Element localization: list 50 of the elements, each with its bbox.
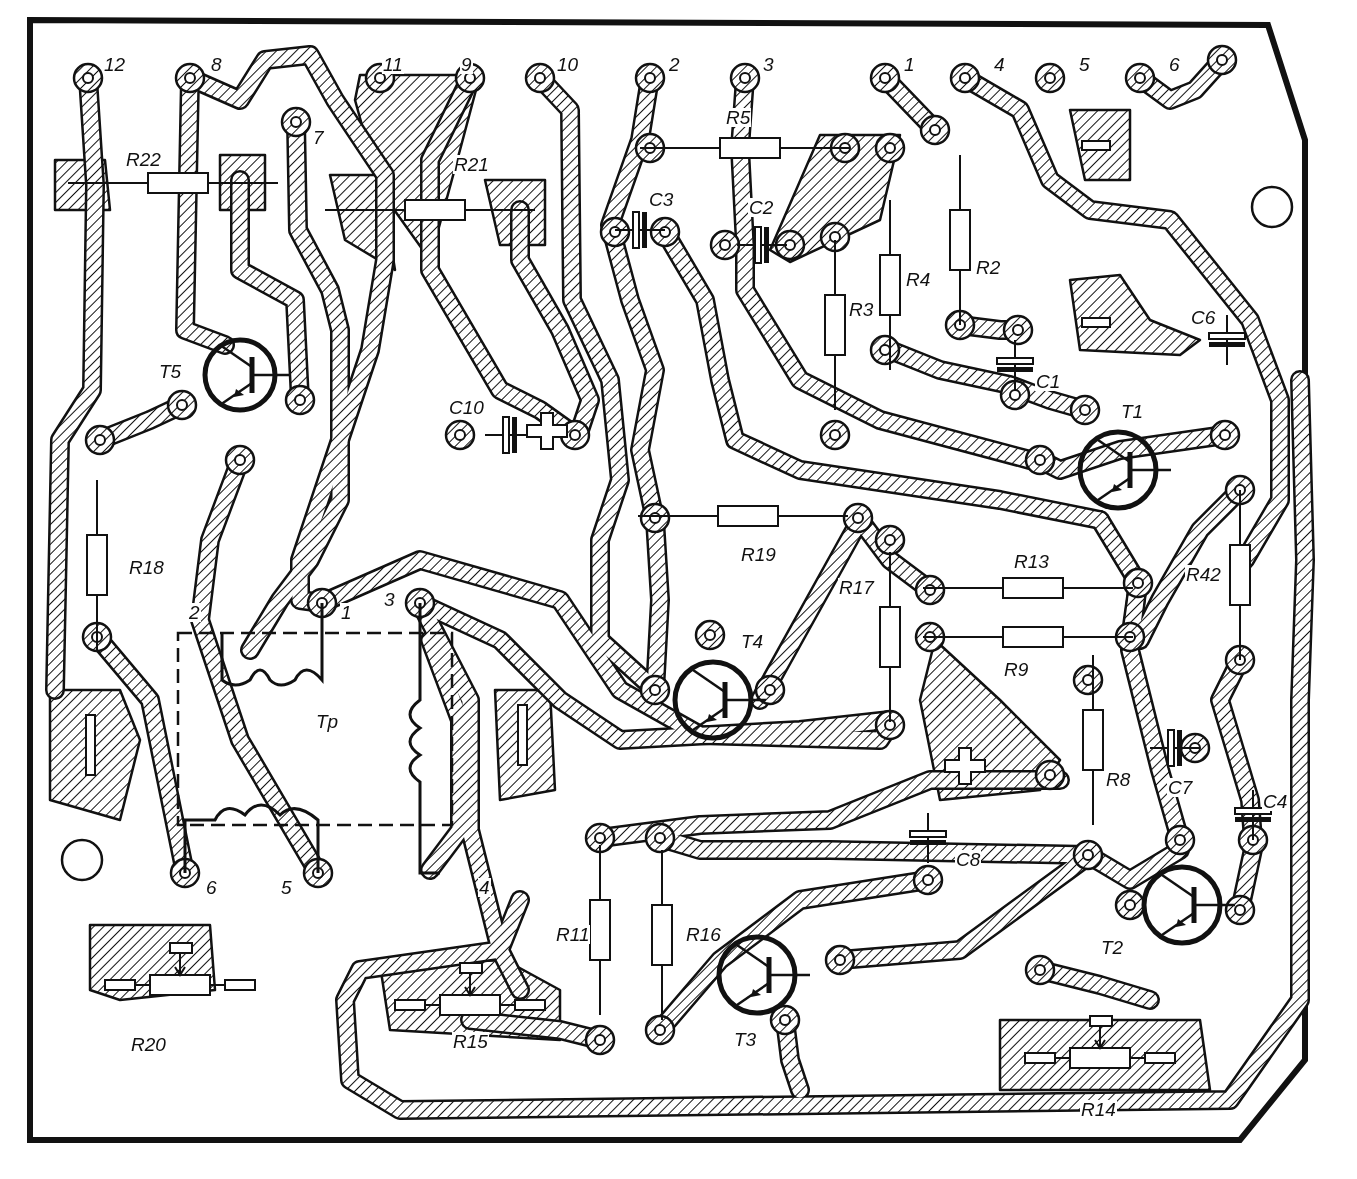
component-label: 2 xyxy=(188,603,201,622)
component-label: 4 xyxy=(478,878,491,897)
component-label: R17 xyxy=(838,578,875,597)
component-label: C10 xyxy=(448,398,485,417)
component-label: 3 xyxy=(762,55,775,74)
component-label: R16 xyxy=(685,925,722,944)
component-label: R3 xyxy=(848,300,875,319)
component-label: 3 xyxy=(383,590,396,609)
component-label: C2 xyxy=(748,198,775,217)
component-label: C3 xyxy=(648,190,675,209)
component-label: R14 xyxy=(1080,1100,1117,1119)
component-label: R4 xyxy=(905,270,932,289)
component-label: 4 xyxy=(993,55,1006,74)
component-label: T5 xyxy=(158,362,183,381)
component-label: 1 xyxy=(340,603,353,622)
component-label: R22 xyxy=(125,150,162,169)
component-label: C4 xyxy=(1262,792,1289,811)
component-label: R20 xyxy=(130,1035,167,1054)
component-label: C6 xyxy=(1190,308,1217,327)
component-label: T1 xyxy=(1120,402,1145,421)
component-label: 2 xyxy=(668,55,681,74)
component-label: R11 xyxy=(555,925,591,944)
component-label: R5 xyxy=(725,108,752,127)
component-label: T4 xyxy=(740,632,765,651)
component-label: R18 xyxy=(128,558,165,577)
component-label: T2 xyxy=(1100,938,1125,957)
component-label: R42 xyxy=(1185,565,1222,584)
component-label: 10 xyxy=(556,55,580,74)
component-label: 5 xyxy=(280,878,293,897)
component-label: R2 xyxy=(975,258,1002,277)
component-label: 5 xyxy=(1078,55,1091,74)
component-label: R15 xyxy=(452,1032,489,1051)
component-label: 6 xyxy=(205,878,218,897)
component-label: 12 xyxy=(103,55,127,74)
component-label: C7 xyxy=(1167,778,1194,797)
component-label: Tp xyxy=(315,712,340,731)
component-label: R21 xyxy=(453,155,490,174)
component-label: 8 xyxy=(210,55,223,74)
component-label: 6 xyxy=(1168,55,1181,74)
component-label: 9 xyxy=(460,55,473,74)
component-label: R19 xyxy=(740,545,777,564)
component-label: R9 xyxy=(1003,660,1030,679)
component-label: R8 xyxy=(1105,770,1132,789)
component-label: 11 xyxy=(382,55,404,74)
component-label: C1 xyxy=(1035,372,1062,391)
component-label: 1 xyxy=(903,55,916,74)
component-label: T3 xyxy=(733,1030,758,1049)
component-label: R13 xyxy=(1013,552,1050,571)
component-label: 7 xyxy=(312,128,325,147)
component-label: C8 xyxy=(955,850,982,869)
